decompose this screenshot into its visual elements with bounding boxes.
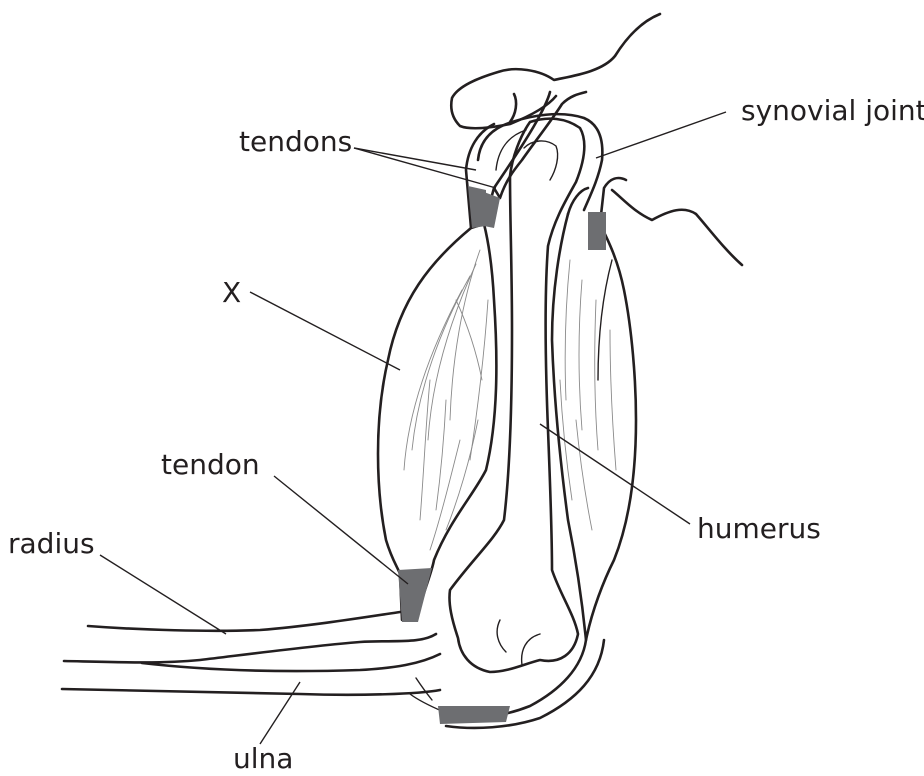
tendons-label: tendons [239,125,352,158]
triceps-muscle [410,178,636,728]
tendon-label: tendon [161,448,260,481]
ulna-label: ulna [233,742,293,775]
forearm-bones [62,612,440,695]
x-label: X [222,276,241,309]
humerus-label: humerus [697,512,821,545]
biceps-fibers [404,250,488,550]
radius-label: radius [8,527,95,560]
synovial-joint-label: synovial joint [741,94,924,127]
synovial-joint-capsule [478,114,602,210]
